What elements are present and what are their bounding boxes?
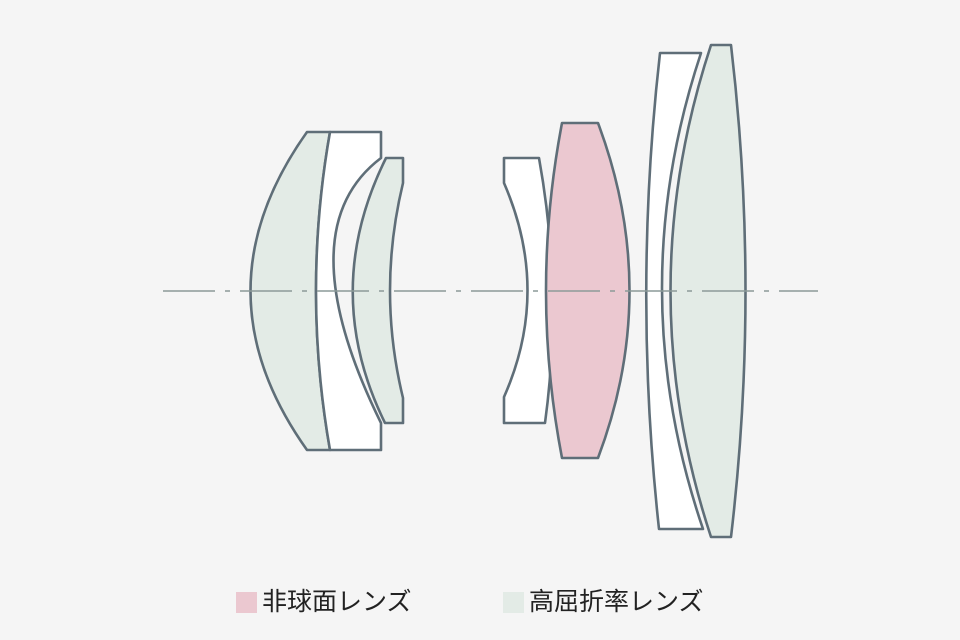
- lens-element-3: [351, 156, 405, 425]
- aspherical-swatch: [236, 591, 257, 613]
- legend-item-aspherical: 非球面レンズ: [236, 584, 412, 620]
- legend-item-high-refractive: 高屈折率レンズ: [503, 584, 704, 620]
- high-refractive-label: 高屈折率レンズ: [529, 587, 704, 616]
- aspherical-label: 非球面レンズ: [262, 587, 412, 616]
- lens-element-2: [314, 130, 383, 452]
- high-refractive-swatch: [503, 591, 524, 613]
- legend: 非球面レンズ 高屈折率レンズ: [0, 584, 960, 620]
- lens-element-6: [644, 51, 705, 531]
